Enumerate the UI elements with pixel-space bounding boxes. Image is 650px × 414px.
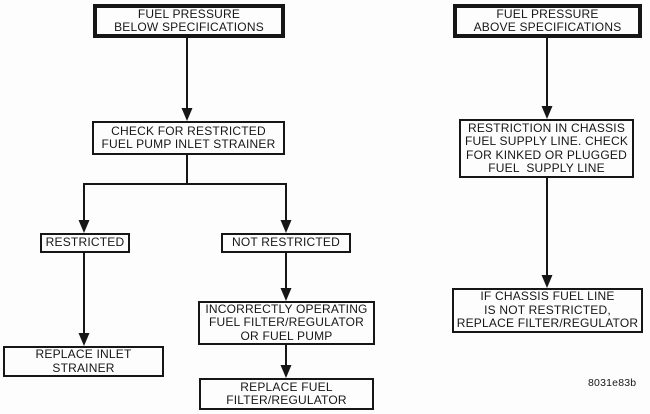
node-text-line: FUEL SUPPLY LINE. CHECK [464,134,629,148]
node-text-line: STRAINER [52,360,115,375]
node-text-line: IF CHASSIS FUEL LINE [480,289,615,304]
node-text-line: FUEL SUPPLY LINE [488,161,605,175]
flow-node-incorrect-filter-regulator: INCORRECTLY OPERATING FUEL FILTER/REGULA… [198,301,375,345]
flow-node-chassis-not-restricted: IF CHASSIS FUEL LINE IS NOT RESTRICTED, … [452,288,643,333]
flow-node-restriction-chassis-line: RESTRICTION IN CHASSIS FUEL SUPPLY LINE.… [459,119,634,178]
node-text-line: RESTRICTION IN CHASSIS [467,120,626,135]
arrowhead-into-replace-filter [280,365,292,378]
node-text-line: ABOVE SPECIFICATIONS [473,20,622,34]
flow-node-replace-fuel-filter: REPLACE FUEL FILTER/REGULATOR [199,378,374,410]
arrowhead-into-check [181,108,193,121]
flow-node-restricted: RESTRICTED [40,233,130,253]
node-text-line: REPLACE INLET [35,347,132,361]
node-text-line: FUEL PRESSURE [496,6,599,21]
arrowhead-into-replace-inlet [78,333,90,346]
node-text-line: FILTER/REGULATOR [226,393,347,407]
node-text-line: NOT RESTRICTED [232,235,340,250]
arrowhead-into-chassis [541,275,553,288]
node-text-line: IS NOT RESTRICTED, [484,302,611,317]
figure-reference-label: 8031e83b [588,377,637,389]
node-text-line: INCORRECTLY OPERATING [205,301,368,316]
flow-node-fuel-pressure-above: FUEL PRESSURE ABOVE SPECIFICATIONS [453,4,642,38]
node-text-line: REPLACE FILTER/REGULATOR [456,316,639,331]
node-text-line: BELOW SPECIFICATIONS [114,20,264,34]
arrowhead-into-not-restricted [280,220,292,233]
node-text-line: FOR KINKED OR PLUGGED [466,147,627,162]
node-text-line: OR FUEL PUMP [240,328,333,343]
node-text-line: FUEL PRESSURE [137,6,241,21]
node-text-line: FUEL PUMP INLET STRAINER [101,137,276,151]
node-text-line: REPLACE FUEL [240,379,333,394]
arrowhead-into-incorrect [280,288,292,301]
arrowhead-into-restriction [541,106,553,119]
node-text-line: CHECK FOR RESTRICTED [111,123,266,138]
flow-node-not-restricted: NOT RESTRICTED [221,233,351,253]
flow-node-check-inlet-strainer: CHECK FOR RESTRICTED FUEL PUMP INLET STR… [92,121,285,155]
node-text-line: RESTRICTED [45,235,125,250]
node-text-line: FUEL FILTER/REGULATOR [208,315,365,330]
arrowhead-into-restricted [78,220,90,233]
flow-node-fuel-pressure-below: FUEL PRESSURE BELOW SPECIFICATIONS [93,4,285,38]
flow-node-replace-inlet-strainer: REPLACE INLET STRAINER [3,346,164,377]
